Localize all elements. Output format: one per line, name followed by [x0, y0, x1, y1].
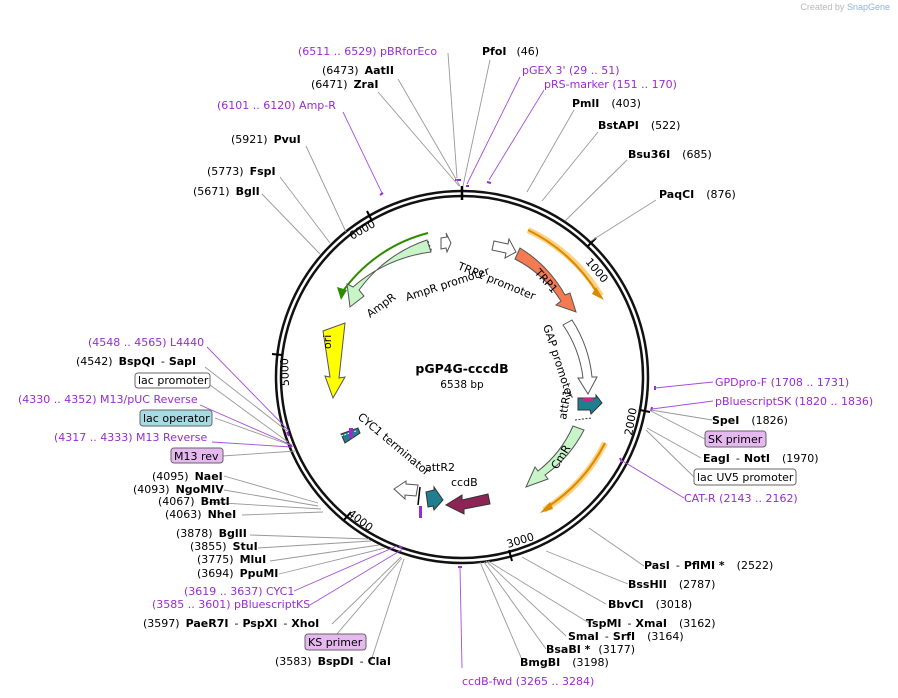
label-cyc1-primer: (3619 .. 3637) CYC1	[184, 585, 294, 598]
primer-markers	[286, 179, 656, 568]
label-ccdb: ccdB	[451, 476, 478, 489]
leader-lines	[199, 52, 714, 669]
label-gpdpro-f: GPDpro-F (1708 .. 1731)	[715, 376, 849, 389]
label-pmli: PmlI(403)	[572, 97, 641, 110]
box-ks-primer: KS primer	[304, 633, 367, 651]
cmr-feature	[525, 425, 585, 488]
svg-text:2000: 2000	[622, 407, 640, 437]
ampr-promoter-feature	[440, 232, 452, 254]
tick-5000: 5000	[271, 353, 292, 386]
svg-text:5000: 5000	[278, 358, 292, 386]
label-pvui: (5921)PvuI	[231, 133, 301, 146]
label-ngomiv: (4093)NgoMIV	[133, 483, 224, 496]
svg-text:SK primer: SK primer	[708, 433, 763, 446]
label-ampr-promoter: AmpR promoter	[404, 264, 492, 304]
label-bmgbi: BmgBI(3198)	[520, 656, 609, 669]
label-ori: ori	[321, 335, 334, 349]
label-cat-r: CAT-R (2143 .. 2162)	[684, 492, 798, 505]
label-tspmi: TspMI-XmaI(3162)	[586, 617, 716, 630]
label-mlui: (3775)MluI	[197, 553, 266, 566]
label-bbvci: BbvCI(3018)	[608, 598, 692, 611]
plasmid-length: 6538 bp	[440, 379, 484, 391]
label-pgex3: pGEX 3' (29 .. 51)	[522, 64, 620, 77]
label-pbrforeco: (6511 .. 6529) pBRforEco	[298, 45, 437, 58]
label-bsu36i: Bsu36I(685)	[628, 148, 712, 161]
label-attr2: attR2	[425, 461, 455, 474]
label-smai: SmaI-SrfI(3164)	[568, 630, 684, 643]
label-naei: (4095)NaeI	[152, 470, 223, 483]
ccdb-feature	[444, 493, 491, 515]
label-cyc1-terminator: CYC1 terminator	[355, 410, 433, 478]
label-bstapi: BstAPI(522)	[598, 119, 680, 132]
label-ccdb-fwd: ccdB-fwd (3265 .. 3284)	[462, 675, 594, 688]
label-bgli: (5671)BglI	[193, 185, 260, 198]
box-lac-promoter: lac promoter	[134, 372, 211, 389]
attr1-dashes	[574, 417, 593, 421]
label-bglii: (3878)BglII	[176, 527, 247, 540]
label-attr1: attR1	[556, 389, 574, 421]
box-m13-rev: M13 rev	[170, 447, 224, 464]
label-m13puc-reverse: (4330 .. 4352) M13/pUC Reverse	[18, 393, 198, 406]
label-bspdi: (3583)BspDI-ClaI	[275, 655, 391, 668]
lac-dashes	[340, 430, 357, 437]
label-ampr-primer: (6101 .. 6120) Amp-R	[217, 99, 336, 112]
svg-text:lac promoter: lac promoter	[138, 374, 209, 387]
label-ampr: AmpR	[364, 290, 399, 320]
label-prs-marker: pRS-marker (151 .. 170)	[544, 78, 677, 91]
svg-text:lac operator: lac operator	[143, 412, 210, 425]
tick-4000: 4000	[343, 507, 375, 534]
label-spei: SpeI(1826)	[712, 414, 788, 427]
attr1-feature	[577, 393, 603, 415]
box-lac-operator: lac operator	[139, 409, 213, 427]
cyc1-terminator-feature	[393, 480, 419, 501]
plasmid-name: pGP4G-cccdB	[415, 361, 508, 376]
trp1-promoter-feature	[491, 237, 517, 259]
label-bsshii: BssHII(2787)	[628, 578, 715, 591]
label-zrai: (6471)ZraI	[311, 78, 379, 91]
tick-2000: 2000	[622, 407, 651, 437]
snapgene-logo: SnapGene	[846, 2, 890, 12]
ori-feature	[322, 322, 346, 400]
label-m13-reverse: (4317 .. 4333) M13 Reverse	[54, 431, 207, 444]
box-sk-primer: SK primer	[704, 430, 767, 448]
label-aatii: (6473)AatII	[322, 64, 394, 77]
label-nhei: (4063)NheI	[165, 508, 236, 521]
label-stui: (3855)StuI	[190, 540, 258, 553]
gap-promoter-feature	[562, 319, 598, 396]
trp1-feature	[514, 247, 577, 313]
ampr-primer-arrowhead	[337, 287, 347, 300]
label-l4440: (4548 .. 4565) L4440	[88, 336, 204, 349]
label-bmti: (4067)BmtI	[158, 495, 230, 508]
label-ppumi: (3694)PpuMI	[197, 567, 278, 580]
label-bspqi: (4542)BspQI-SapI	[76, 355, 196, 368]
box-lacuv5-promoter: lac UV5 promoter	[693, 468, 797, 486]
label-pbluescriptks: (3585 .. 3601) pBluescriptKS	[152, 598, 310, 611]
label-pasi: PasI-PflMI *(2522)	[644, 559, 773, 572]
label-bsabi: BsaBI *(3177)	[546, 643, 635, 656]
label-pfoi: PfoI(46)	[482, 45, 539, 58]
svg-text:lac UV5 promoter: lac UV5 promoter	[697, 471, 794, 484]
trp1-primer-arrowhead	[592, 287, 604, 300]
label-paer7i: (3597)PaeR7I-PspXI-XhoI	[143, 617, 319, 630]
svg-text:KS primer: KS primer	[308, 636, 363, 649]
attr2-feature	[425, 485, 444, 512]
svg-text:4000: 4000	[345, 507, 375, 534]
attr2-bar	[417, 486, 421, 506]
catr-primer-arc-core	[545, 442, 606, 509]
ampr-dashes	[427, 240, 433, 253]
ampr-feature	[346, 239, 432, 308]
label-fspi: (5773)FspI	[207, 165, 276, 178]
snapgene-watermark: Created by SnapGene	[800, 2, 890, 12]
attr1-mark	[583, 398, 593, 402]
catr-primer-arrowhead	[540, 502, 553, 513]
label-paqci: PaqCI(876)	[659, 188, 736, 201]
svg-text:M13 rev: M13 rev	[174, 450, 219, 463]
trp1-primer-arc-core	[527, 229, 599, 295]
label-pbluescriptsk: pBluescriptSK (1820 .. 1836)	[715, 395, 873, 408]
label-eagi: EagI-NotI(1970)	[703, 452, 819, 465]
